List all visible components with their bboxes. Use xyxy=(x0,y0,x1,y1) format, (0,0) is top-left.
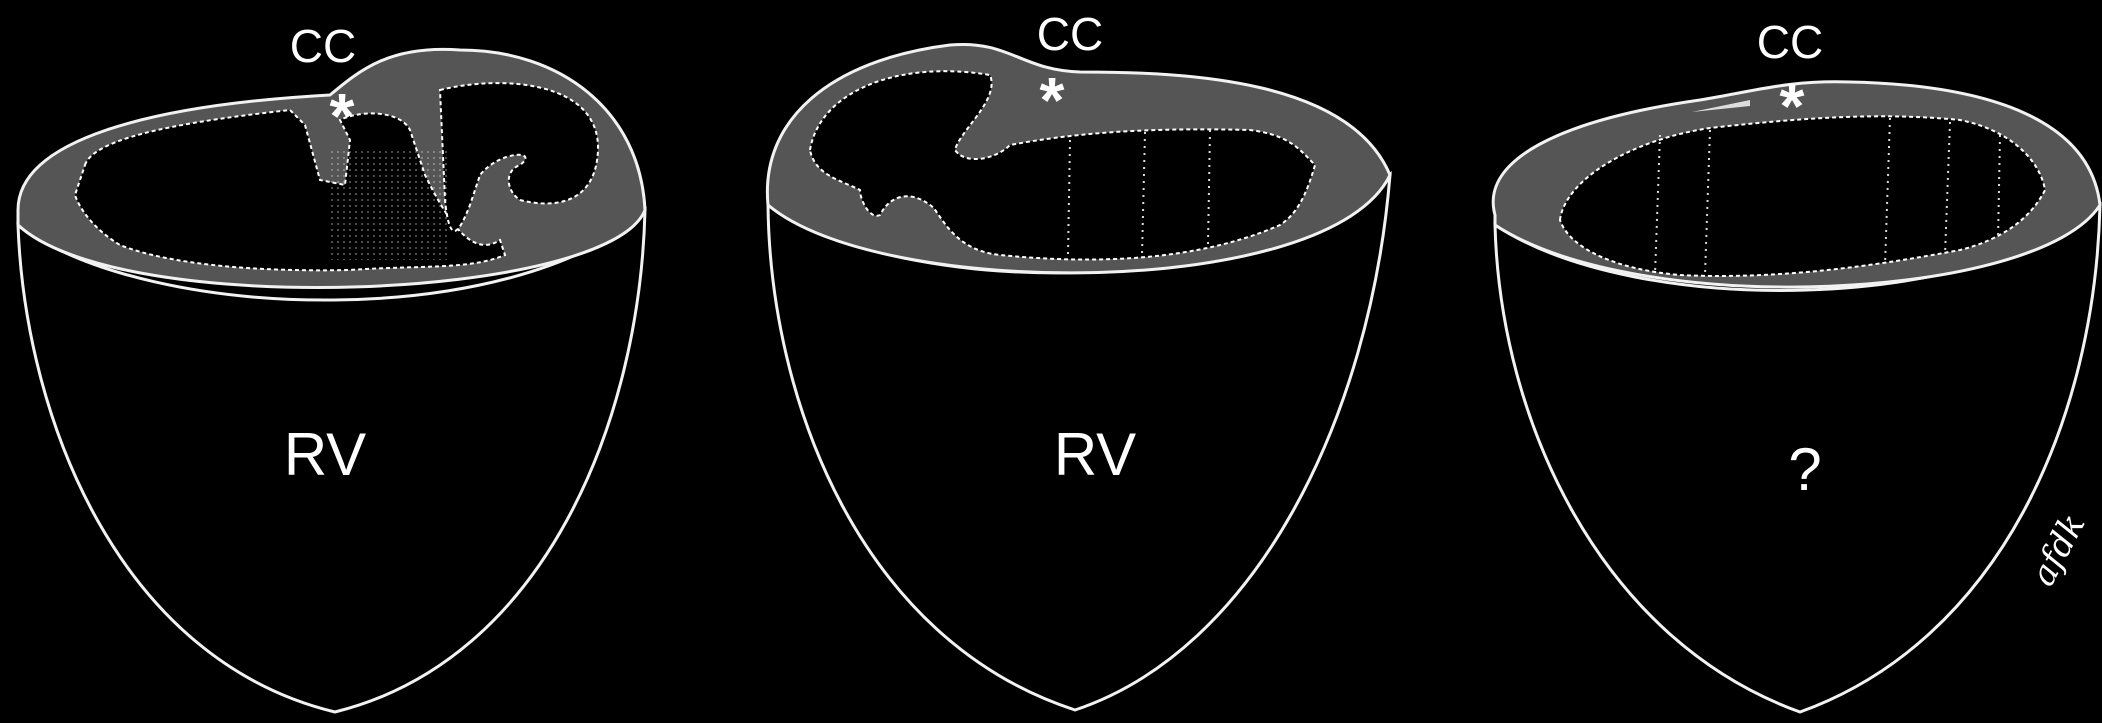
heart-3: CC * ? xyxy=(1493,16,2100,712)
heart-1-asterisk: * xyxy=(330,80,355,152)
heart-2-asterisk: * xyxy=(1040,64,1065,136)
heart-3-chamber-label: ? xyxy=(1788,436,1821,503)
artist-signature: afdk xyxy=(2023,507,2094,592)
heart-2-chamber-label: RV xyxy=(1054,421,1136,488)
heart-1: CC * RV xyxy=(18,20,645,712)
heart-2: CC * RV xyxy=(767,8,1390,710)
heart-2-cc-label: CC xyxy=(1037,8,1103,60)
heart-1-trabeculae xyxy=(330,150,450,260)
heart-3-cc-label: CC xyxy=(1757,16,1823,68)
heart-1-chamber-label: RV xyxy=(284,421,366,488)
heart-3-asterisk: * xyxy=(1780,70,1805,142)
heart-1-cc-label: CC xyxy=(290,20,356,72)
